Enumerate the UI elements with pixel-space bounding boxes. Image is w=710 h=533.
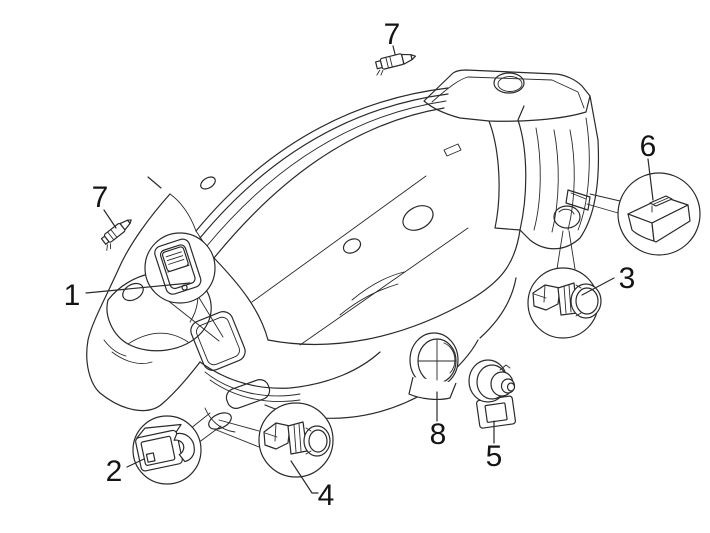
push-button-part	[263, 421, 331, 457]
switch-housing-part	[135, 423, 195, 472]
handlebar-body-line-art	[86, 69, 600, 433]
label-2: 2	[106, 455, 123, 488]
label-1: 1	[64, 279, 81, 312]
callout-circle-1	[144, 232, 216, 304]
callout-connector-lines	[165, 193, 621, 448]
label-4: 4	[318, 479, 335, 512]
bezel-ring-part	[408, 332, 459, 400]
bulb-part-top	[375, 53, 417, 76]
slider-switch-part	[627, 195, 691, 243]
label-6: 6	[640, 130, 657, 163]
rocker-switch-part	[154, 238, 202, 295]
callout-circle-6	[617, 172, 701, 256]
push-button-part	[532, 282, 602, 319]
leader-lines	[85, 45, 654, 494]
callout-circle-4	[258, 402, 334, 478]
ignition-switch-part	[468, 359, 516, 429]
bulb-part-left	[100, 219, 132, 251]
label-7-top: 7	[384, 18, 401, 51]
label-3: 3	[619, 262, 636, 295]
callout-circle-3	[527, 267, 602, 339]
callout-circle-2	[132, 415, 202, 485]
label-8: 8	[430, 418, 447, 451]
label-5: 5	[486, 440, 503, 473]
label-7-left: 7	[92, 181, 109, 214]
